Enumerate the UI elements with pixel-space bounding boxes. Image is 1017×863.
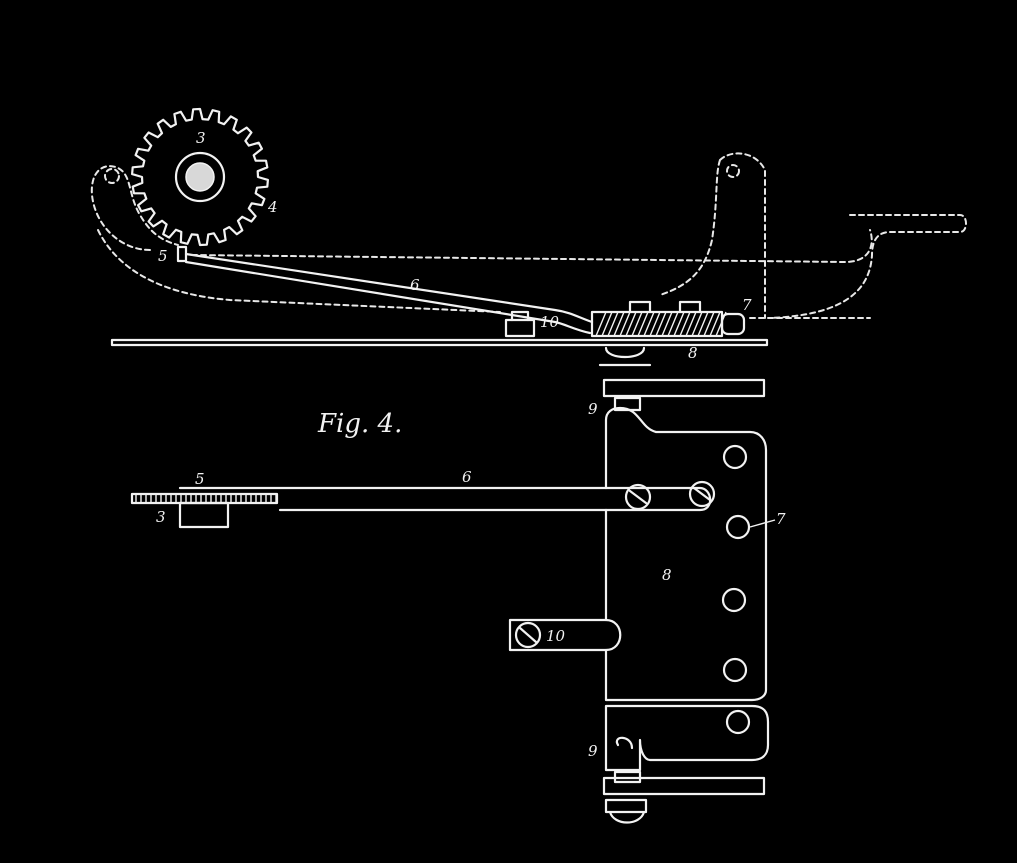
plan-label-plate: 8 <box>662 566 672 584</box>
plan-label-gear: 3 <box>156 508 166 526</box>
bracket-curl <box>615 736 634 750</box>
nut-bottom <box>604 798 648 824</box>
plan-lever-clamp <box>604 486 712 512</box>
label-lever: 6 <box>410 276 420 294</box>
plan-holes <box>721 444 751 683</box>
pivot-hole-right <box>726 164 740 178</box>
label-screw: 10 <box>540 313 560 331</box>
frame-outline-left <box>90 165 179 251</box>
plan-bracket-bottom <box>604 704 770 772</box>
plan-label-lever: 6 <box>462 468 472 486</box>
pivot-hole-left <box>104 168 120 184</box>
label-pinion-rack: 4 <box>267 198 278 216</box>
label-bracket-top: 9 <box>588 400 598 418</box>
gear-wheel <box>131 107 269 247</box>
plan-view: 5 3 6 7 8 10 9 <box>130 406 786 824</box>
bracket-top-cap <box>613 396 642 412</box>
label-pin: 5 <box>158 247 168 265</box>
bar-top <box>602 378 766 398</box>
key-top <box>769 214 967 319</box>
figure-caption: Fig. 4. <box>317 409 402 439</box>
plan-hole-bottom <box>725 709 751 735</box>
plan-plate <box>604 406 768 702</box>
label-gear: 3 <box>196 129 206 147</box>
bar-bottom <box>602 776 766 796</box>
elevation-view: 3 4 5 6 7 10 <box>90 107 967 418</box>
gear-strip <box>130 492 279 529</box>
screw-elevation <box>504 310 536 338</box>
label-hole-block: 7 <box>742 296 752 314</box>
plan-clamp-screws <box>624 480 716 511</box>
plan-screw-clamp <box>508 618 622 652</box>
plan-label-screw: 10 <box>546 627 566 645</box>
dashed-link <box>191 229 873 264</box>
plan-label-hole: 7 <box>776 510 786 528</box>
plan-screw-head <box>514 621 542 649</box>
pin <box>176 245 188 263</box>
plan-label-bracket-bottom: 9 <box>588 742 598 760</box>
base-plate <box>110 338 769 347</box>
block-screws <box>628 300 702 314</box>
lever <box>184 252 594 335</box>
label-plate: 8 <box>688 344 698 362</box>
plan-label-pin: 5 <box>195 470 205 488</box>
plan-lever <box>178 486 608 512</box>
hatched-block <box>590 310 746 338</box>
frame-outline-lower <box>97 229 501 313</box>
nut-top <box>598 346 652 367</box>
key-lever-outline <box>659 152 766 319</box>
leader-hole <box>749 519 776 528</box>
